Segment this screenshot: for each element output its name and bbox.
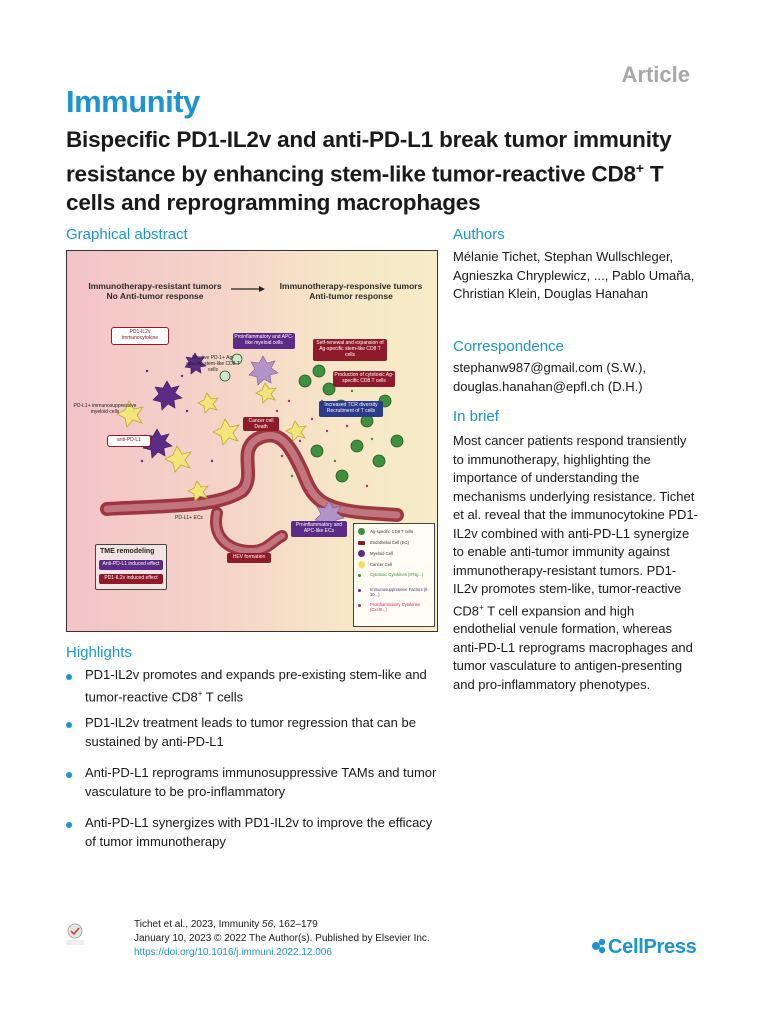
ga-tme-legend: TME remodeling Anti-PD-L1 induced effect…: [95, 544, 167, 590]
ga-cancer-death-box: Cancer cell Death: [243, 417, 279, 431]
journal-name: Immunity: [66, 84, 200, 119]
legend-label: Ag-specific CD8 T cells: [370, 529, 414, 534]
highlight-superscript: +: [197, 688, 203, 698]
highlight-bullet-icon: [66, 722, 72, 728]
in-brief-text-a: Most cancer patients respond transiently…: [453, 433, 698, 618]
ga-tcr-diversity-box: Increased TCR diversity Recruitment of T…: [319, 401, 383, 417]
check-for-updates-icon[interactable]: [64, 922, 86, 948]
legend-tcell-icon: [358, 528, 365, 535]
ga-self-renewal-box: Self-renewal and expansion of Ag-specifi…: [313, 339, 387, 361]
authors-list: Mélanie Tichet, Stephan Wullschleger, Ag…: [453, 249, 695, 301]
title-text-1: Bispecific PD1-IL2v and anti-PD-L1 break…: [66, 127, 672, 187]
footer-citation: Tichet et al., 2023, Immunity 56, 162–17…: [134, 918, 430, 960]
highlight-bullet-icon: [66, 674, 72, 680]
title-text-2: T cells and reprogramming macrophages: [66, 161, 664, 215]
legend-immunosuppressive-icon: [358, 589, 361, 592]
graphical-abstract-heading: Graphical abstract: [66, 226, 188, 243]
legend-proinflammatory-icon: [358, 604, 361, 607]
highlight-item: PD1-IL2v promotes and expands pre-existi…: [85, 666, 445, 706]
in-brief-heading: In brief: [453, 408, 499, 425]
ga-production-box: Production of cytotoxic Ag-specific CD8 …: [333, 371, 395, 387]
authors-heading: Authors: [453, 226, 505, 243]
legend-myeloid-icon: [358, 550, 365, 557]
correspondence-email-2[interactable]: douglas.hanahan@epfl.ch (D.H.): [453, 378, 643, 394]
cellpress-logo-text: CellPress: [608, 936, 697, 958]
ga-proinflam-ecs-box: Proinflammatory and APC-like ECs: [291, 521, 347, 537]
highlight-bullet-icon: [66, 822, 72, 828]
ga-right-title-line1: Immunotherapy-responsive tumors: [279, 281, 423, 291]
legend-label: Endothelial Cell (EC): [370, 540, 409, 545]
highlight-item: PD1-IL2v treatment leads to tumor regres…: [85, 715, 416, 749]
ga-tme-item-pd1il2v: PD1-IL2v induced effect: [99, 574, 163, 584]
highlight-bullet-icon: [66, 772, 72, 778]
legend-label: Cancer Cell: [370, 562, 392, 567]
correspondence-heading: Correspondence: [453, 338, 564, 355]
ga-right-title-line2: Anti-tumor response: [309, 291, 393, 301]
legend-label: Immunosuppressive Factors (Il-10...): [370, 587, 429, 597]
correspondence-email-1[interactable]: stephanw987@gmail.com (S.W.),: [453, 360, 647, 375]
ga-inactive-label: Inactive PD-1+ Ag-specific stem-like CD8…: [186, 355, 240, 373]
ga-tme-title: TME remodeling: [100, 548, 155, 555]
title-superscript: +: [635, 160, 644, 176]
legend-label: Cytotoxic Cytokines (IFNg...): [370, 572, 424, 577]
citation-pages: , 162–179: [273, 919, 318, 930]
citation-text: Tichet et al., 2023, Immunity: [134, 919, 263, 930]
legend-label: Proinflammatory Cytokines (Cxcl9...): [370, 602, 421, 612]
article-type-label: Article: [621, 62, 690, 87]
in-brief-text: Most cancer patients respond transiently…: [453, 432, 698, 694]
cellpress-logo: CellPress: [590, 936, 697, 959]
in-brief-superscript: +: [479, 602, 484, 612]
ga-left-title-line2: No Anti-tumor response: [106, 291, 204, 301]
highlight-text-tail: T cells: [202, 688, 244, 704]
doi-link[interactable]: https://doi.org/10.1016/j.immuni.2022.12…: [134, 947, 332, 958]
legend-endothelial-icon: [358, 541, 365, 545]
ga-proinflam-apc-box: Proinflammatory and APC-like myeloid cel…: [233, 333, 295, 349]
ga-left-title-line1: Immunotherapy-resistant tumors: [88, 281, 222, 291]
highlight-text: PD1-IL2v promotes and expands pre-existi…: [85, 667, 427, 704]
cellpress-logo-icon: [592, 938, 606, 954]
legend-label: Myeloid Cell: [370, 551, 393, 556]
ga-pd1il2v-box: PD1-IL2v immunocytokine: [111, 327, 169, 345]
highlight-item: Anti-PD-L1 synergizes with PD1-IL2v to i…: [85, 815, 433, 849]
highlights-heading: Highlights: [66, 644, 132, 661]
ga-pdl1-myeloid-label: PD-L1+ immunosuppressive myeloid cells: [73, 403, 137, 415]
ga-tme-item-anti-pdl1: Anti-PD-L1 induced effect: [99, 560, 163, 570]
highlight-item: Anti-PD-L1 reprograms immunosuppressive …: [85, 765, 437, 799]
correspondence-emails: stephanw987@gmail.com (S.W.), douglas.han…: [453, 359, 703, 396]
ga-pdl1-ecs-label: PD-L1+ ECs: [175, 515, 203, 521]
legend-cancer-icon: [358, 561, 365, 568]
citation-volume: 56: [262, 919, 274, 930]
in-brief-text-b: T cell expansion and high endothelial ve…: [453, 602, 693, 692]
legend-cytotoxic-icon: [358, 574, 361, 577]
citation-date-line: January 10, 2023 © 2022 The Author(s). P…: [134, 933, 430, 944]
ga-hev-box: HEV formation: [227, 553, 271, 563]
ga-anti-pdl1-box: anti-PD-L1: [107, 435, 151, 447]
paper-title: Bispecific PD1-IL2v and anti-PD-L1 break…: [66, 126, 706, 217]
ga-cell-legend: Ag-specific CD8 T cells Endothelial Cell…: [353, 523, 435, 627]
